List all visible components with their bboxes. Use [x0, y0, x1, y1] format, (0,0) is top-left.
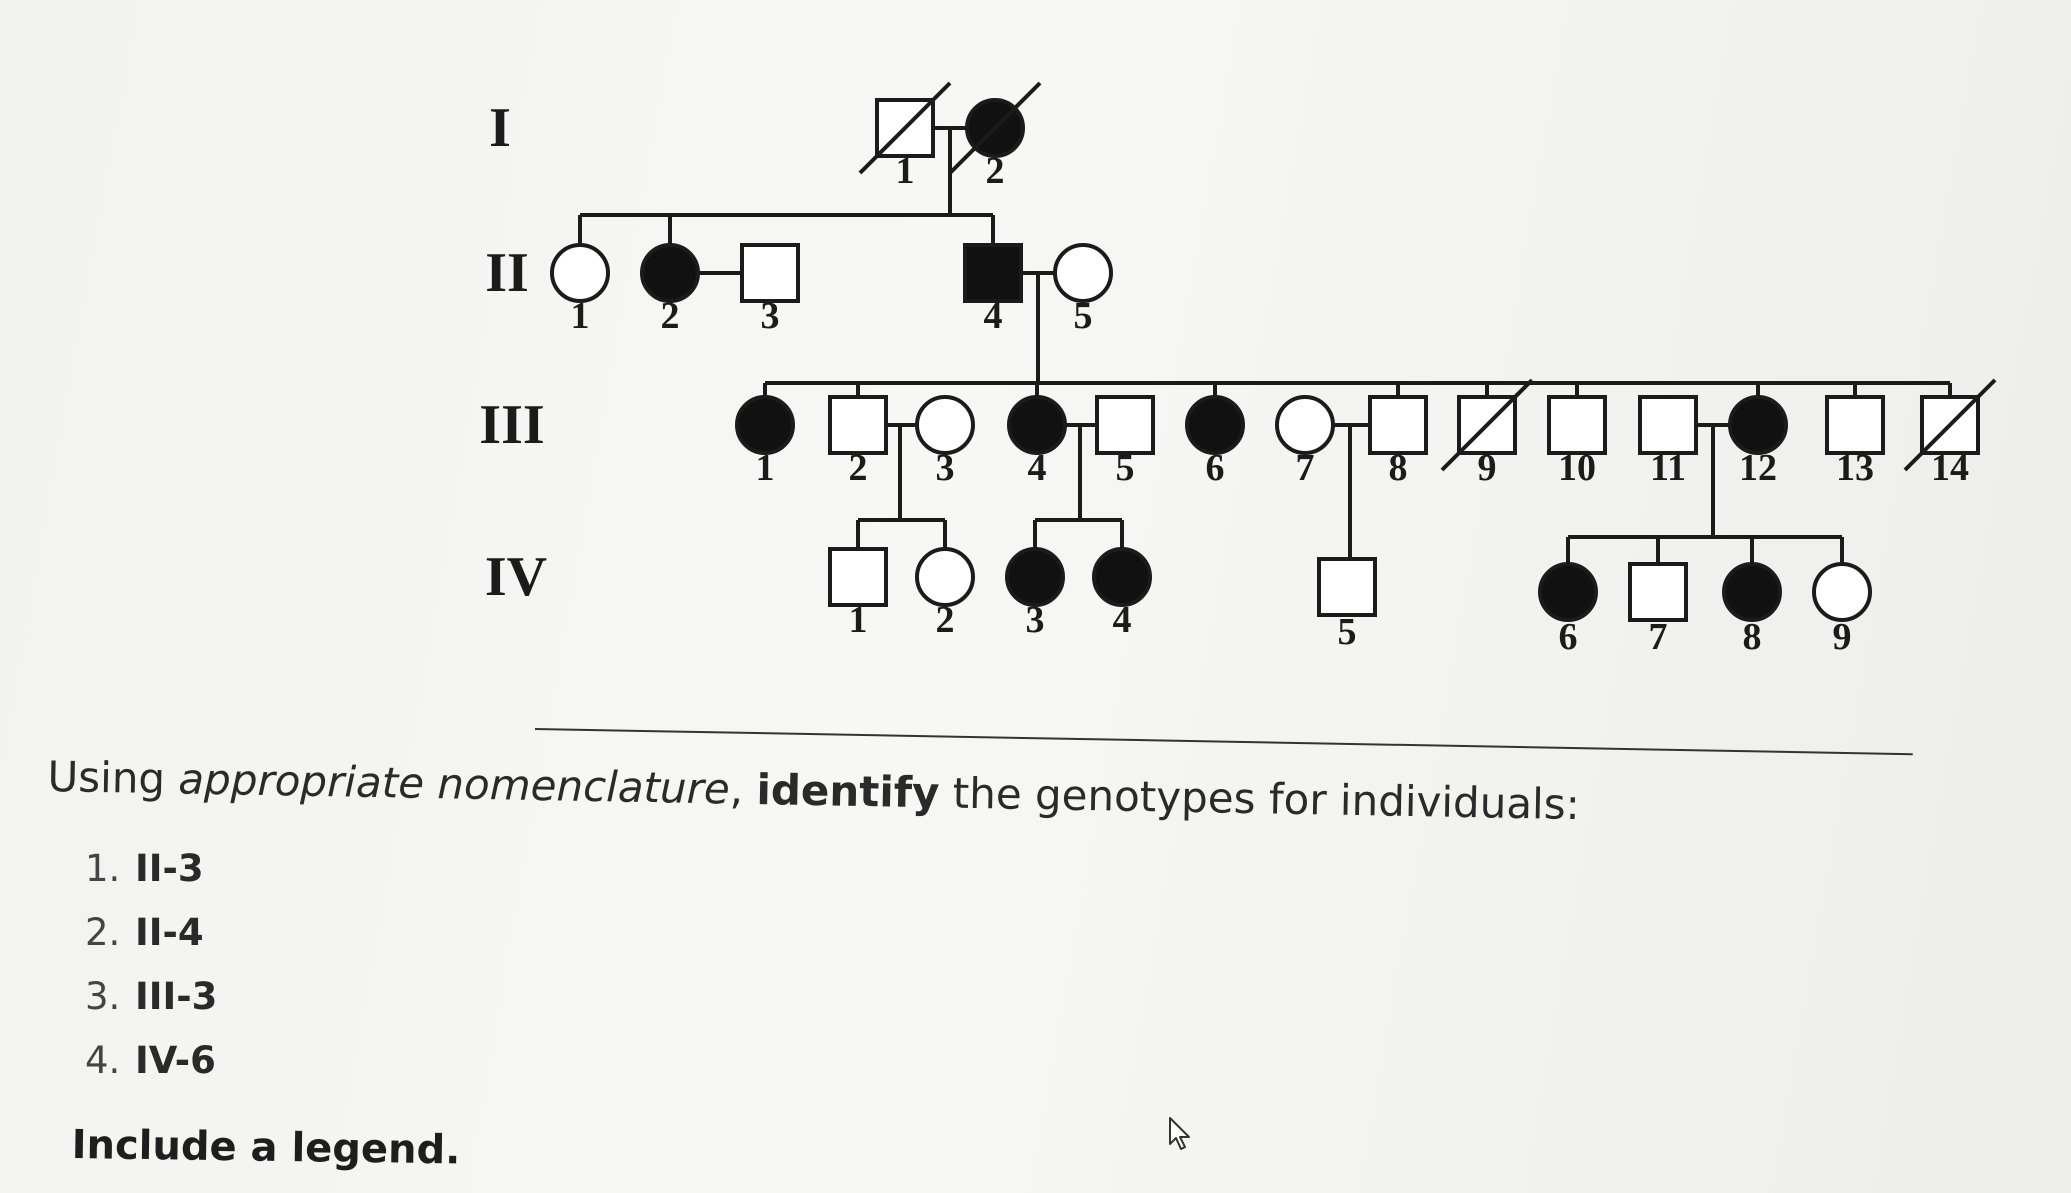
generation-label: I [489, 97, 511, 159]
unaffected-male-symbol [1638, 395, 1698, 455]
individual-number: 5 [1116, 447, 1135, 489]
list-value: IV-6 [135, 1039, 216, 1082]
unaffected-female-symbol [1812, 562, 1872, 622]
list-item: 2. II-4 [85, 901, 217, 965]
individual-number: 2 [936, 599, 955, 641]
question-suffix: the genotypes for individuals: [938, 768, 1581, 830]
unaffected-male-symbol [1825, 395, 1885, 455]
individual-number: 1 [571, 295, 590, 337]
individual-number: 5 [1074, 295, 1093, 337]
individual-number: 3 [936, 447, 955, 489]
list-item: 1. II-3 [85, 837, 217, 901]
individual-number: 10 [1558, 447, 1596, 489]
legend-instruction: Include a legend. [71, 1122, 461, 1174]
unaffected-female-symbol [550, 243, 610, 303]
deceased-slash [1903, 378, 1997, 472]
individual-number: 7 [1296, 447, 1315, 489]
question-bold: identify [756, 764, 940, 818]
affected-female-symbol [1538, 562, 1598, 622]
individual-number: 11 [1650, 447, 1686, 489]
individual-number: 6 [1206, 447, 1225, 489]
affected-male-symbol [963, 243, 1023, 303]
list-item: 4. IV-6 [85, 1029, 217, 1093]
affected-female-symbol [1185, 395, 1245, 455]
individual-number: 9 [1478, 447, 1497, 489]
pedigree-lines [578, 126, 1952, 564]
individual-number: 8 [1743, 616, 1762, 658]
individual-number: 13 [1836, 447, 1874, 489]
unaffected-male-symbol [1628, 562, 1688, 622]
individual-number: 12 [1739, 447, 1777, 489]
deceased-slash [1440, 378, 1534, 472]
unaffected-male-symbol [828, 547, 888, 607]
list-item: 3. III-3 [85, 965, 217, 1029]
question-text: Using appropriate nomenclature, identify… [47, 752, 1648, 830]
deceased-slash [948, 81, 1042, 175]
unaffected-female-symbol [915, 547, 975, 607]
list-value: II-4 [135, 911, 204, 954]
individual-number: 6 [1559, 616, 1578, 658]
unaffected-male-symbol [828, 395, 888, 455]
individual-number: 3 [1026, 599, 1045, 641]
unaffected-male-symbol [1368, 395, 1428, 455]
individual-number: 2 [849, 447, 868, 489]
individual-number: 3 [761, 295, 780, 337]
individual-number: 2 [986, 150, 1005, 192]
individual-number: 7 [1649, 616, 1668, 658]
question-italic: appropriate nomenclature [178, 754, 731, 814]
unaffected-female-symbol [1053, 243, 1113, 303]
individuals-list: 1. II-3 2. II-4 3. III-3 4. IV-6 [85, 837, 217, 1093]
individual-number: 9 [1833, 616, 1852, 658]
individual-number: 5 [1338, 611, 1357, 653]
unaffected-female-symbol [1275, 395, 1335, 455]
mouse-pointer-icon [1169, 1117, 1190, 1150]
individual-number: 8 [1389, 447, 1408, 489]
deceased-slash [858, 81, 952, 175]
generation-label: IV [485, 546, 547, 608]
unaffected-female-symbol [915, 395, 975, 455]
unaffected-male-symbol [1095, 395, 1155, 455]
individual-number: 2 [661, 295, 680, 337]
unaffected-male-symbol [1317, 557, 1377, 617]
unaffected-male-symbol [740, 243, 800, 303]
question-prefix: Using [47, 752, 179, 804]
individual-number: 4 [1028, 447, 1047, 489]
affected-female-symbol [1007, 395, 1067, 455]
question-comma: , [729, 764, 757, 814]
generation-label: III [479, 394, 544, 456]
individual-number: 14 [1931, 447, 1969, 489]
individual-number: 4 [984, 295, 1003, 337]
affected-female-symbol [735, 395, 795, 455]
individual-number: 4 [1113, 599, 1132, 641]
unaffected-male-symbol [1547, 395, 1607, 455]
list-value: II-3 [135, 847, 204, 890]
affected-female-symbol [1722, 562, 1782, 622]
list-number: 1. [85, 847, 121, 890]
list-value: III-3 [135, 975, 218, 1018]
individual-number: 1 [849, 599, 868, 641]
affected-female-symbol [1728, 395, 1788, 455]
list-number: 3. [85, 975, 121, 1018]
generation-label: II [485, 242, 529, 304]
individual-number: 1 [756, 447, 775, 489]
individual-number: 1 [896, 150, 915, 192]
list-number: 2. [85, 911, 121, 954]
list-number: 4. [85, 1039, 121, 1082]
affected-female-symbol [1092, 547, 1152, 607]
affected-female-symbol [1005, 547, 1065, 607]
affected-female-symbol [640, 243, 700, 303]
